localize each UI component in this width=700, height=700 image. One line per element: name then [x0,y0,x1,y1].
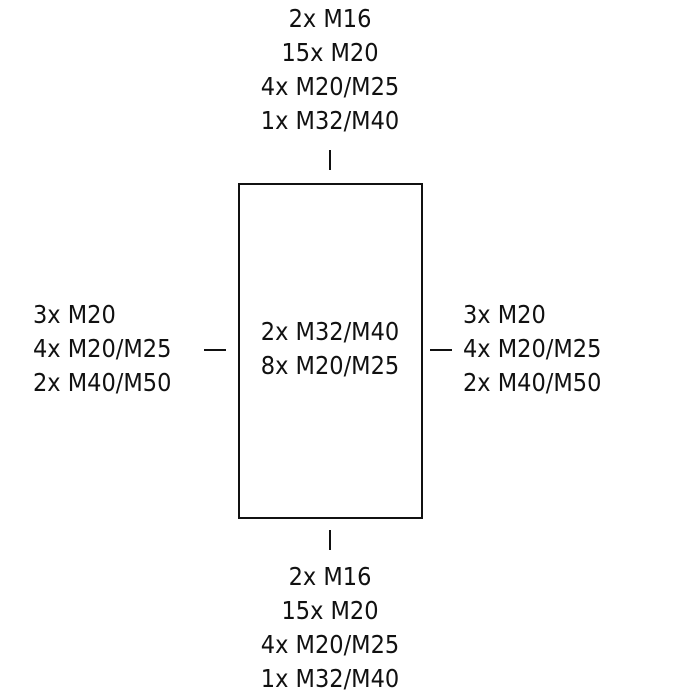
left-side-marker [204,349,226,351]
entry: 4x M20/M25 [33,334,172,363]
entry: 4x M20/M25 [260,630,400,659]
face-entries: 2x M32/M40 8x M20/M25 [239,315,421,383]
top-side-entries: 2x M16 15x M20 4x M20/M25 1x M32/M40 [230,2,430,138]
entry: 8x M20/M25 [260,351,400,380]
entry: 4x M20/M25 [463,334,602,363]
entry: 3x M20 [463,300,546,329]
bottom-side-marker [329,530,331,550]
entry: 2x M40/M50 [33,368,172,397]
entry: 15x M20 [281,596,379,625]
entry: 2x M40/M50 [463,368,602,397]
enclosure-outline [238,183,423,519]
entry: 3x M20 [33,300,116,329]
top-side-marker [329,150,331,170]
entry: 2x M16 [288,4,372,33]
entry: 2x M16 [288,562,372,591]
bottom-side-entries: 2x M16 15x M20 4x M20/M25 1x M32/M40 [230,560,430,696]
entry: 15x M20 [281,38,379,67]
entry: 2x M32/M40 [260,317,400,346]
left-side-entries: 3x M20 4x M20/M25 2x M40/M50 [33,298,171,400]
entry: 1x M32/M40 [260,664,400,693]
right-side-marker [430,349,452,351]
entry: 1x M32/M40 [260,106,400,135]
entry: 4x M20/M25 [260,72,400,101]
right-side-entries: 3x M20 4x M20/M25 2x M40/M50 [463,298,601,400]
